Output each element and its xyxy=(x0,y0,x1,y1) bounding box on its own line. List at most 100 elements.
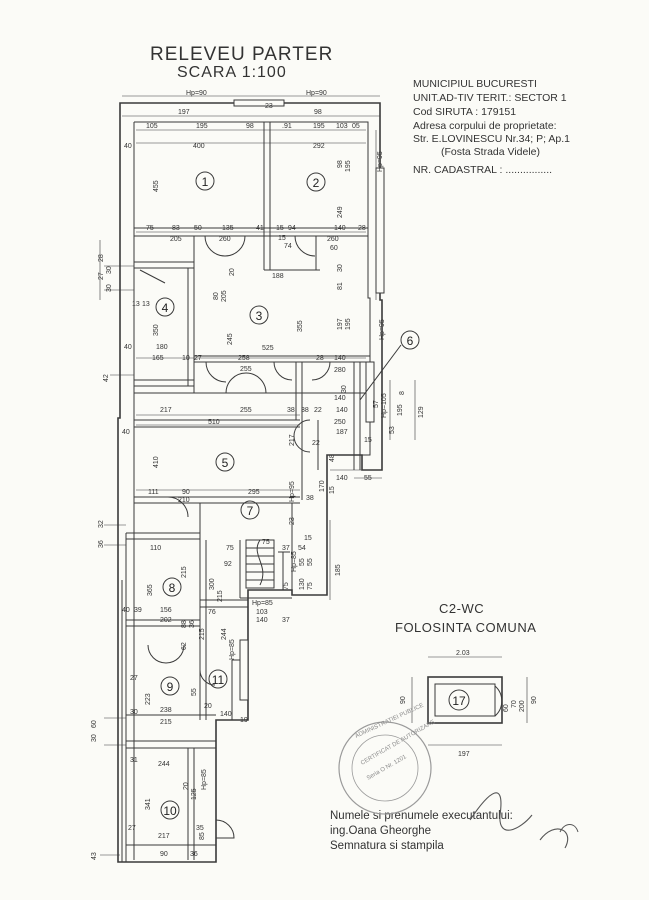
dim: 455 xyxy=(153,180,160,192)
dim: 250 xyxy=(334,419,346,426)
room-4-label: 4 xyxy=(162,301,169,315)
dim: 80 xyxy=(213,292,220,300)
dim: 53 xyxy=(389,426,396,434)
dim: 60 xyxy=(330,245,338,252)
dim: 38 xyxy=(287,407,295,414)
dim: 180 xyxy=(156,344,168,351)
room-11-label: 11 xyxy=(212,673,225,687)
annex-dim: 90 xyxy=(531,696,538,704)
annex-dim: 70 xyxy=(511,700,518,708)
dim: 35 xyxy=(196,825,204,832)
plan-title: RELEVEU PARTER xyxy=(150,44,334,65)
dim: 37 xyxy=(282,545,290,552)
dim: 85 xyxy=(199,832,206,840)
dim: 195 xyxy=(196,123,208,130)
dim: 170 xyxy=(319,480,326,492)
dim: Hp=85 xyxy=(252,600,273,607)
dim: 215 xyxy=(160,719,172,726)
dim: 111 xyxy=(148,489,159,496)
dim: Hp=95 xyxy=(289,481,296,502)
dim: 40 xyxy=(124,143,132,150)
dim: Hp=85 xyxy=(229,639,236,660)
dim: 140 xyxy=(256,617,268,624)
dim: 355 xyxy=(297,320,304,332)
dim: Hp=90 xyxy=(186,90,207,97)
dim: 140 xyxy=(220,711,232,718)
dim: 260 xyxy=(327,236,339,243)
dim: 39 xyxy=(134,607,142,614)
dim: 300 xyxy=(209,578,216,590)
info-former-name: (Fosta Strada Videle) xyxy=(441,146,541,158)
dim: 165 xyxy=(152,355,164,362)
dim: 32 xyxy=(98,520,105,528)
dim: 50 xyxy=(194,225,202,232)
dim: 75 xyxy=(226,545,234,552)
annex-dim: 60 xyxy=(503,704,510,712)
dim: 62 xyxy=(181,642,188,650)
annex-dim: 200 xyxy=(519,700,526,712)
dim: 105 xyxy=(146,123,158,130)
dim: 30 xyxy=(106,266,113,274)
dim: 217 xyxy=(158,833,170,840)
dim: 140 xyxy=(336,407,348,414)
dim: 215 xyxy=(181,566,188,578)
dim: 94 xyxy=(288,225,296,232)
dim: 22 xyxy=(312,440,320,447)
room-7-label: 7 xyxy=(247,504,254,518)
dim: 195 xyxy=(345,160,352,172)
dim: Hp=85 xyxy=(291,551,298,572)
dim: 103 xyxy=(336,123,348,130)
dim: 15 xyxy=(364,437,372,444)
dim: 103 xyxy=(256,609,268,616)
dim: 258 xyxy=(238,355,250,362)
dim: 244 xyxy=(158,761,170,768)
dim: 74 xyxy=(284,243,292,250)
dim: 210 xyxy=(178,497,190,504)
dim: 15 xyxy=(278,235,286,242)
room-9-label: 9 xyxy=(167,680,174,694)
dim: 48 xyxy=(329,454,336,462)
dim: 55 xyxy=(307,558,314,566)
dim: 13 xyxy=(142,301,150,308)
dim: 41 xyxy=(256,225,264,232)
dim: 130 xyxy=(299,578,306,590)
dim: 295 xyxy=(248,489,260,496)
dim: 05 xyxy=(352,123,360,130)
dim: 110 xyxy=(150,545,161,552)
dim: 525 xyxy=(262,345,274,352)
dim: 188 xyxy=(272,273,284,280)
room-1-label: 1 xyxy=(202,175,209,189)
dim: 28 xyxy=(316,355,324,362)
dim: 30 xyxy=(91,734,98,742)
dim: 197 xyxy=(178,109,190,116)
room-3-label: 3 xyxy=(256,309,263,323)
dim: 28 xyxy=(358,225,366,232)
dim: 43 xyxy=(91,852,98,860)
dim: 20 xyxy=(204,703,212,710)
room-10-label: 10 xyxy=(163,804,177,818)
dim: 341 xyxy=(145,798,152,810)
room-17-label: 17 xyxy=(452,694,466,708)
dim: 19 xyxy=(240,717,248,724)
dim: 27 xyxy=(194,355,202,362)
dim: 202 xyxy=(160,617,172,624)
dim: 255 xyxy=(240,366,252,373)
dim: 350 xyxy=(153,324,160,336)
dim: 217 xyxy=(160,407,172,414)
dim: 90 xyxy=(182,489,190,496)
dim: 223 xyxy=(145,693,152,705)
dim: 31 xyxy=(130,757,138,764)
dim: 510 xyxy=(208,419,220,426)
dim: 280 xyxy=(334,367,346,374)
dim: 75 xyxy=(283,582,290,590)
annex-title: C2-WC xyxy=(439,601,485,616)
room-6-label: 6 xyxy=(407,334,414,348)
dim: 40 xyxy=(122,429,130,436)
room-8-label: 8 xyxy=(169,581,176,595)
info-address-label: Adresa corpului de proprietate: xyxy=(413,120,557,132)
dim: 38 xyxy=(306,495,314,502)
dim: 217 xyxy=(289,434,296,446)
dim: 36 xyxy=(189,620,196,628)
dim: 23 xyxy=(265,103,273,110)
